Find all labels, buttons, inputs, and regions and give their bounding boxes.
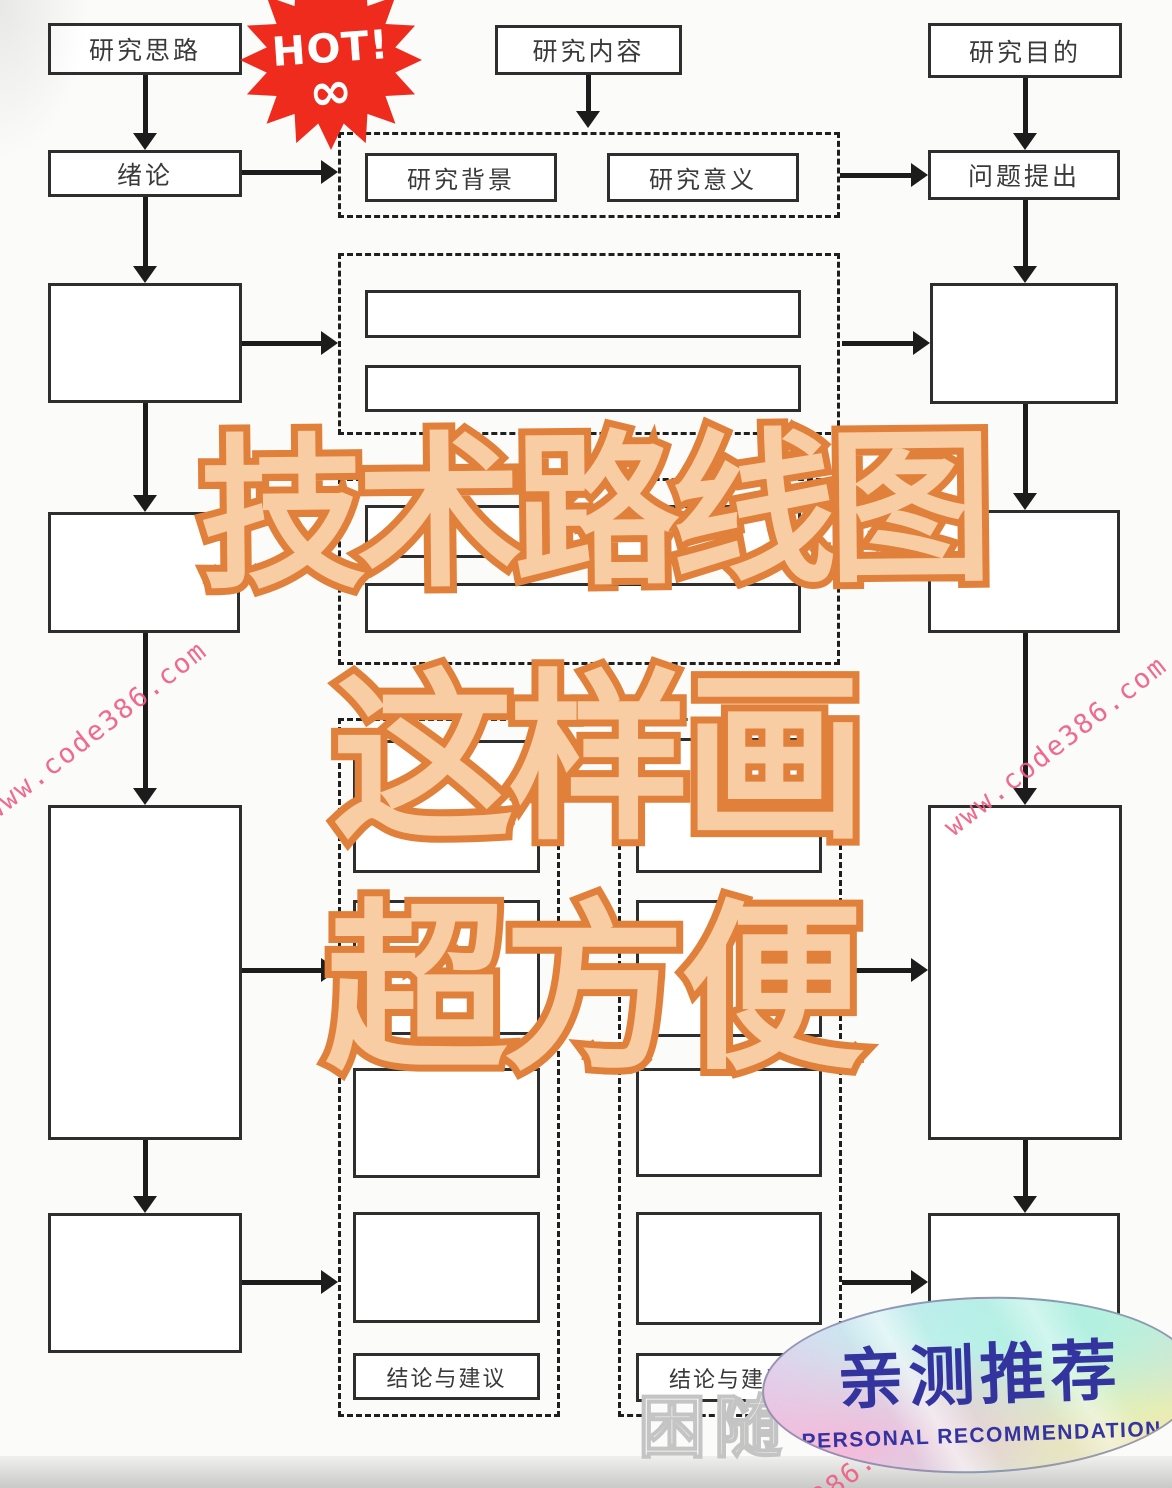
arrow-approach-to-intro: [142, 75, 148, 133]
arrow-left2-down: [142, 633, 148, 788]
branch-left-conclusion-box: 结论与建议: [353, 1353, 540, 1400]
research-content-box: 研究内容: [495, 25, 682, 75]
dashed-group-intro: [338, 132, 840, 218]
arrow-content-to-group1: [585, 75, 591, 111]
arrow-right2-down: [1022, 633, 1028, 788]
arrow-problem-down: [1022, 200, 1028, 266]
research-significance-box: 研究意义: [607, 153, 799, 202]
infinity-icon: ∞: [306, 59, 356, 125]
group3-row-1: [365, 505, 801, 558]
headline-line-2: 这样画 这样画: [325, 653, 873, 865]
dashed-group-2: [338, 253, 840, 435]
right-empty-box-2: [928, 510, 1120, 633]
arrow-intro-to-group1: [242, 169, 321, 175]
arrow-left1-down: [142, 403, 148, 495]
arrow-right1-down: [1022, 404, 1028, 493]
photo-corner-shade: [0, 0, 90, 160]
hot-badge: HOT! ∞: [240, 0, 422, 150]
watermark-left: www.code386.com: [0, 634, 214, 828]
left-tall-box: [48, 805, 242, 1140]
branch-right-box-3: [636, 1068, 822, 1177]
arrow-left1-to-group2: [242, 340, 321, 346]
introduction-box: 绪论: [48, 150, 242, 197]
branch-right-box-2: [636, 900, 822, 1037]
branch-left-box-1: [353, 740, 540, 873]
research-purpose-box: 研究目的: [928, 23, 1122, 78]
group2-row-1: [365, 290, 801, 338]
arrow-left-tall-to-branch: [242, 967, 321, 973]
arrow-branch-to-right-bottom: [842, 1279, 911, 1285]
dashed-group-3: [338, 478, 840, 665]
branch-left-box-4: [353, 1212, 540, 1323]
left-empty-box-2: [48, 512, 240, 633]
arrow-right-tall-down: [1022, 1140, 1028, 1196]
headline-line-3: 超方便 超方便: [318, 883, 870, 1095]
branch-right-box-1: [636, 738, 822, 873]
group2-row-2: [365, 365, 801, 412]
group3-row-2: [365, 583, 801, 633]
right-empty-box-1: [930, 283, 1118, 404]
left-bottom-box: [48, 1213, 242, 1353]
arrow-group2-to-right1: [842, 340, 913, 346]
dashed-branch-right: [618, 718, 842, 1417]
headline-line-1: 技术路线图 技术路线图: [192, 405, 993, 619]
arrow-purpose-to-problem: [1022, 78, 1028, 133]
arrow-left-bottom-to-branch: [242, 1279, 321, 1285]
arrow-group1-to-problem: [840, 172, 911, 178]
research-background-box: 研究背景: [365, 153, 557, 202]
research-approach-box: 研究思路: [48, 23, 242, 75]
branch-left-box-3: [353, 1068, 540, 1178]
problem-statement-box: 问题提出: [928, 150, 1120, 200]
right-tall-box: [928, 805, 1122, 1140]
arrow-branch-to-right-tall: [842, 967, 911, 973]
arrow-left-tall-down: [142, 1140, 148, 1196]
dashed-branch-left: [338, 718, 560, 1417]
obscured-text: 困随: [637, 1388, 791, 1469]
branch-right-box-4: [636, 1212, 822, 1325]
branch-left-box-2: [353, 900, 540, 1035]
left-empty-box-1: [48, 283, 242, 403]
sticker-title: 亲测推荐: [836, 1332, 1123, 1419]
arrow-intro-down: [142, 197, 148, 266]
